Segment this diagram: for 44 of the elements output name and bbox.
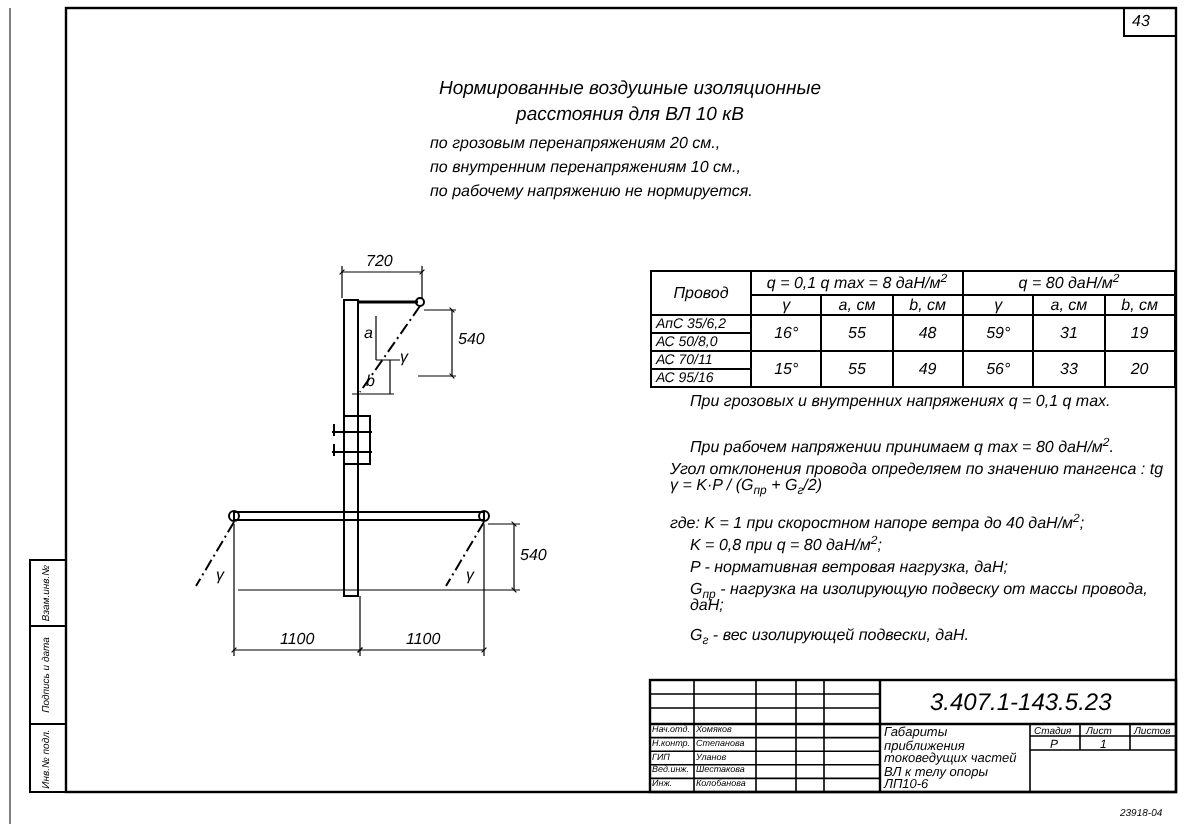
dimension-label: γ (466, 568, 474, 584)
table-cell: 33 (1033, 351, 1105, 387)
dimension-label: 540 (458, 332, 485, 348)
note-text: по рабочему напряжению не нормируется. (430, 184, 755, 200)
table-cell: 49 (892, 351, 963, 387)
note-text: P - нормативная ветровая нагрузка, даН; (690, 560, 1010, 576)
table-cell: 59° (962, 315, 1034, 351)
table-cell: 15° (751, 351, 822, 387)
table-cell: b, см (1104, 295, 1175, 315)
note-text: K = 0,8 при q = 80 даН/м$^{2}$; (690, 538, 884, 554)
dimension-label: γ (216, 568, 224, 584)
note-text: по грозовым перенапряжениям 20 см., (430, 136, 723, 152)
table-cell: q = 80 даН/м$^{2}$ (962, 271, 1175, 295)
table-cell: γ (962, 295, 1034, 315)
table-cell: a, см (821, 295, 893, 315)
table-cell: q = 0,1 q max = 8 даН/м$^{2}$ (751, 271, 963, 295)
dimension-label: 1100 (280, 632, 315, 648)
table-cell: 19 (1104, 315, 1175, 351)
note-text: Угол отклонения провода определяем по значению тангенса : tg γ = K·P / (G$_{пр}$ + G$_{г}$/2) (670, 462, 1166, 494)
table-cell: 55 (821, 315, 893, 351)
table-cell: 56° (962, 351, 1034, 387)
table-cell: Провод (651, 271, 751, 315)
note-text: G$_{пр}$ - нагрузка на изолирующую подвеску от массы провода, даН; (690, 582, 1150, 614)
document-code: 3.407.1-143.5.23 (930, 690, 1112, 714)
note-text: по внутренним перенапряжениям 10 см., (430, 160, 743, 176)
dimension-label: γ (400, 350, 408, 366)
note-text: При рабочем напряжении принимаем q max = 80 даН/м$^{2}$. (690, 440, 1116, 456)
table-cell: b, см (892, 295, 963, 315)
table-cell: 31 (1033, 315, 1105, 351)
dimension-label: 720 (366, 254, 393, 270)
diagram-title: Нормированные воздушные изоляционные расстояния для ВЛ 10 кВ (436, 76, 824, 128)
table-cell: 20 (1104, 351, 1175, 387)
table-cell: 48 (892, 315, 963, 351)
note-text: где: K = 1 при скоростном напоре ветра до 40 даН/м$^{2}$; (670, 516, 1087, 532)
table-cell: γ (751, 295, 822, 315)
dimension-label: a (364, 326, 373, 342)
table-cell: 16° (751, 315, 822, 351)
note-text: При грозовых и внутренних напряжениях q = 0,1 q max. (690, 394, 1113, 410)
table-cell: 55 (821, 351, 893, 387)
dimension-label: 540 (520, 548, 547, 564)
note-text: G$_{г}$ - вес изолирующей подвески, даН. (690, 628, 972, 644)
dimension-label: 1100 (406, 632, 441, 648)
table-cell: a, см (1033, 295, 1105, 315)
sheet-number: 43 (1132, 14, 1150, 30)
